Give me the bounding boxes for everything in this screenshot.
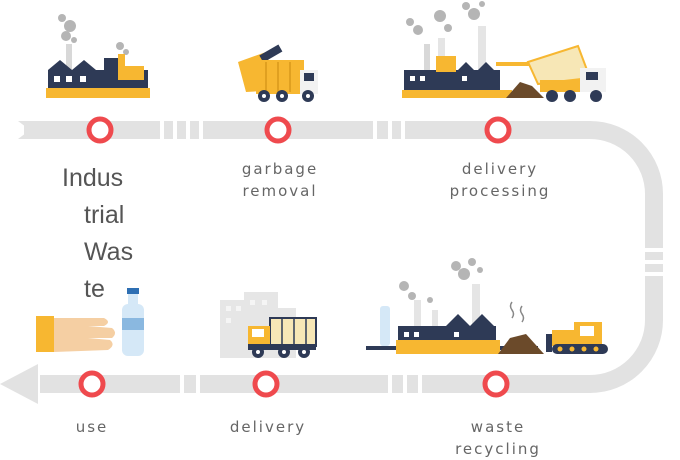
marker-garbage-removal [264,116,292,144]
processing-plant-icon [402,1,606,102]
label-waste-recycling: waste recycling [436,416,560,460]
label-delivery-processing: delivery processing [430,158,570,202]
label-line: processing [449,182,551,200]
marker-start [86,116,114,144]
label-line: garbage [241,160,319,178]
title-line: trial [84,201,125,229]
label-line: delivery [229,418,307,436]
marker-use [78,370,106,398]
marker-delivery [252,370,280,398]
delivery-truck-icon [220,292,317,358]
label-line: delivery [461,160,539,178]
label-use: use [52,416,132,438]
step-markers [78,116,512,398]
label-line: removal [242,182,318,200]
garbage-truck-icon [238,44,318,102]
label-line: recycling [455,440,541,458]
marker-delivery-processing [484,116,512,144]
arrow-head-icon [0,364,38,404]
label-line: use [75,418,109,436]
title-line: Indus [62,164,124,192]
process-track [0,121,663,404]
label-delivery: delivery [210,416,326,438]
hand-with-bottle-icon [36,288,144,356]
title-line: te [84,275,105,303]
label-garbage-removal: garbage removal [218,158,342,202]
label-line: waste [470,418,526,436]
title-line: Was [84,238,134,266]
diagram-title: Indus trial Was te [62,160,152,308]
marker-waste-recycling [482,370,510,398]
recycling-plant-icon [366,258,608,354]
factory-icon [46,14,150,98]
